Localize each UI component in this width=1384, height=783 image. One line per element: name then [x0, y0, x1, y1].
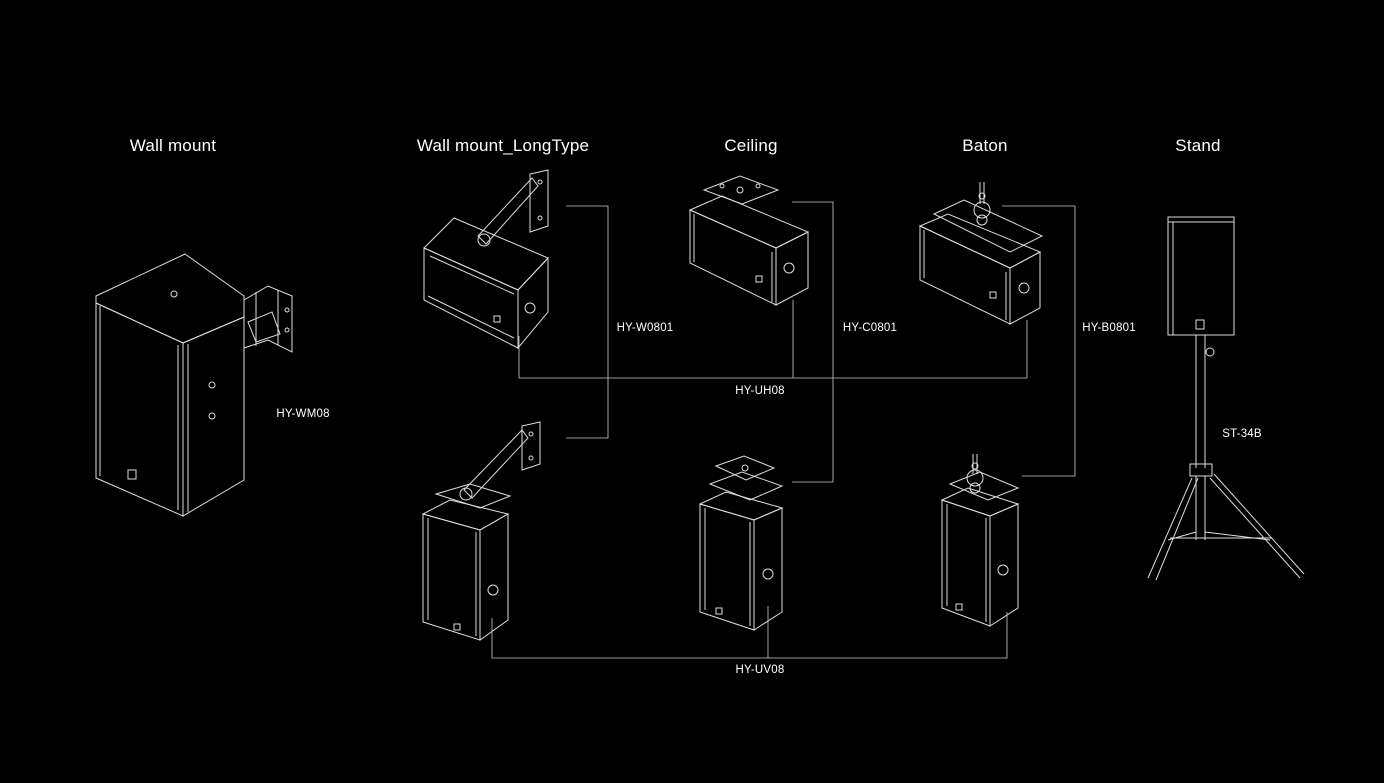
ceiling-horizontal-illustration [688, 175, 810, 306]
wall-long-vertical-illustration [421, 421, 541, 641]
model-label-st: ST-34B [1222, 428, 1262, 440]
stand-illustration [1147, 216, 1305, 581]
model-label-uh: HY-UH08 [735, 385, 785, 397]
model-label-w: HY-W0801 [616, 322, 674, 334]
heading-baton: Baton [962, 136, 1008, 155]
baton-horizontal-illustration [918, 182, 1044, 325]
model-label-wm: HY-WM08 [276, 408, 330, 420]
heading-wall-mount-long: Wall mount_LongType [416, 136, 590, 155]
model-label-b: HY-B0801 [1082, 322, 1136, 334]
wall-mount-speaker-illustration [95, 253, 293, 517]
wall-long-horizontal-illustration [423, 169, 549, 350]
model-label-c: HY-C0801 [842, 322, 898, 334]
heading-stand: Stand [1175, 136, 1221, 155]
heading-wall-mount: Wall mount [129, 136, 217, 155]
baton-vertical-illustration [940, 454, 1020, 627]
model-label-uv: HY-UV08 [735, 664, 785, 676]
heading-ceiling: Ceiling [724, 136, 778, 155]
connector-lines [491, 201, 1076, 659]
ceiling-vertical-illustration [698, 455, 784, 631]
